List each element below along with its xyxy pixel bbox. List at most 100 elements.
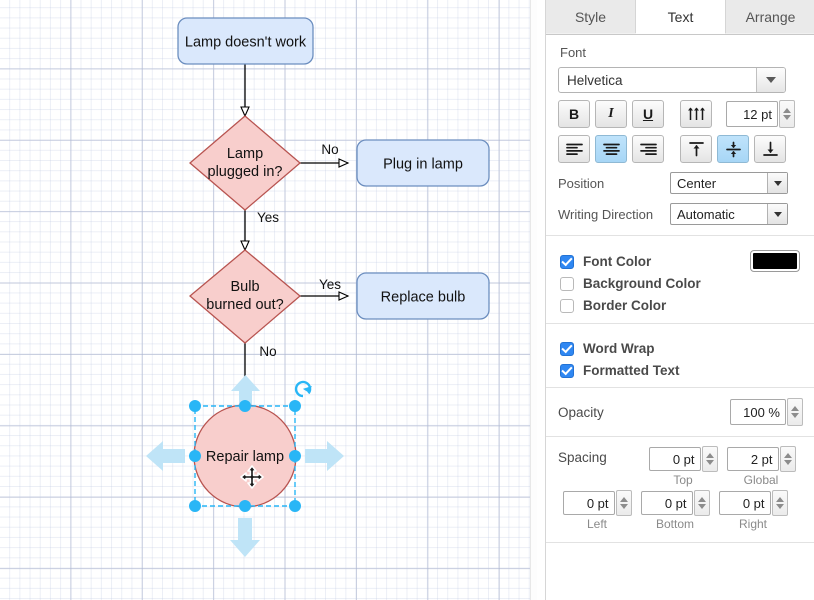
spacing-bottom-value: 0 pt xyxy=(664,495,687,511)
node-label-line1: Bulb xyxy=(230,279,259,295)
spacing-label: Spacing xyxy=(558,450,607,465)
font-section: Font Helvetica B I U xyxy=(546,35,814,236)
font-color-checkbox[interactable] xyxy=(560,254,574,269)
spacing-right-input[interactable]: 0 pt xyxy=(718,491,771,515)
spacing-top-cell: 0 pt Top xyxy=(644,446,722,487)
opacity-input[interactable]: 100 % xyxy=(730,399,786,425)
valign-middle-icon[interactable] xyxy=(717,135,749,163)
spacing-left-stepper[interactable] xyxy=(615,490,632,516)
spacing-left-input[interactable]: 0 pt xyxy=(562,491,615,515)
opacity-stepper[interactable] xyxy=(787,398,803,426)
direction-hint-right[interactable] xyxy=(305,441,344,471)
spacing-global-input[interactable]: 2 pt xyxy=(726,447,779,471)
spacing-left-caption: Left xyxy=(586,517,607,531)
spacing-top-stepper[interactable] xyxy=(701,446,718,472)
edge-label-yes-1: Yes xyxy=(257,210,279,225)
spacing-bottom-stepper[interactable] xyxy=(693,490,710,516)
spacing-right-cell: 0 pt Right xyxy=(714,490,792,531)
spacing-left-cell: 0 pt Left xyxy=(558,490,636,531)
font-color-label: Font Color xyxy=(583,254,652,269)
spacing-global-stepper[interactable] xyxy=(779,446,796,472)
word-wrap-row[interactable]: Word Wrap xyxy=(560,341,803,356)
handle-top-center[interactable] xyxy=(239,400,251,412)
tab-style[interactable]: Style xyxy=(546,0,636,33)
edge-label-yes-2: Yes xyxy=(319,277,341,292)
diagram-canvas[interactable]: Lamp doesn't work Lamp plugged in? Plug … xyxy=(0,0,537,600)
font-size-stepper[interactable] xyxy=(779,100,795,128)
handle-top-right[interactable] xyxy=(289,400,301,412)
direction-hint-up[interactable] xyxy=(231,375,260,416)
spacing-top-input[interactable]: 0 pt xyxy=(648,447,701,471)
valign-bottom-icon[interactable] xyxy=(754,135,786,163)
spacing-bottom-caption: Bottom xyxy=(655,517,694,531)
node-label: Repair lamp xyxy=(206,449,284,465)
background-color-label: Background Color xyxy=(583,276,701,291)
handle-middle-left[interactable] xyxy=(189,450,201,462)
canvas-scrollbar-track[interactable] xyxy=(530,0,537,600)
border-color-checkbox[interactable] xyxy=(560,298,574,313)
vertical-text-icon[interactable] xyxy=(680,100,712,128)
tab-text[interactable]: Text xyxy=(636,0,726,34)
bold-button[interactable]: B xyxy=(558,100,590,128)
edge-label-no-2: No xyxy=(259,344,276,359)
align-center-icon[interactable] xyxy=(595,135,627,163)
node-label: Plug in lamp xyxy=(383,157,463,173)
node-lamp-plugged-in[interactable]: Lamp plugged in? xyxy=(188,115,302,211)
handle-middle-right[interactable] xyxy=(289,450,301,462)
node-label-line1: Lamp xyxy=(227,146,263,162)
spacing-left-value: 0 pt xyxy=(586,495,609,511)
spacing-right-caption: Right xyxy=(738,517,767,531)
align-left-icon[interactable] xyxy=(558,135,590,163)
node-replace-bulb[interactable]: Replace bulb xyxy=(356,272,490,320)
format-panel: Style Text Arrange Font Helvetica B I U xyxy=(545,0,814,600)
spacing-bottom-input[interactable]: 0 pt xyxy=(640,491,693,515)
node-lamp-doesnt-work[interactable]: Lamp doesn't work xyxy=(177,17,314,65)
tab-arrange[interactable]: Arrange xyxy=(726,0,814,33)
font-color-swatch[interactable] xyxy=(751,251,799,271)
node-bulb-burned-out[interactable]: Bulb burned out? xyxy=(188,249,302,344)
valign-top-icon[interactable] xyxy=(680,135,712,163)
border-color-row[interactable]: Border Color xyxy=(560,298,803,313)
italic-button[interactable]: I xyxy=(595,100,627,128)
position-value: Center xyxy=(677,175,717,191)
node-label: Replace bulb xyxy=(381,290,466,306)
direction-hint-down[interactable] xyxy=(230,518,260,557)
underline-button[interactable]: U xyxy=(632,100,664,128)
font-family-value: Helvetica xyxy=(567,72,623,88)
word-wrap-checkbox[interactable] xyxy=(560,341,574,356)
writing-direction-select[interactable]: Automatic xyxy=(670,203,788,225)
chevron-down-icon[interactable] xyxy=(767,173,787,193)
node-repair-lamp[interactable]: Repair lamp xyxy=(193,404,297,508)
spacing-global-cell: 2 pt Global xyxy=(722,446,800,487)
handle-top-left[interactable] xyxy=(189,400,201,412)
opacity-section: Opacity 100 % xyxy=(546,388,814,437)
background-color-checkbox[interactable] xyxy=(560,276,574,291)
formatted-text-checkbox[interactable] xyxy=(560,363,574,378)
font-section-title: Font xyxy=(560,45,587,60)
node-plug-in-lamp[interactable]: Plug in lamp xyxy=(356,139,490,187)
direction-hint-left[interactable] xyxy=(146,441,185,471)
font-size-input[interactable]: 12 pt xyxy=(726,101,778,127)
handle-bottom-center[interactable] xyxy=(239,500,251,512)
position-select[interactable]: Center xyxy=(670,172,788,194)
background-color-row[interactable]: Background Color xyxy=(560,276,803,291)
spacing-right-stepper[interactable] xyxy=(771,490,788,516)
handle-bottom-right[interactable] xyxy=(289,500,301,512)
wrap-section: Word Wrap Formatted Text xyxy=(546,324,814,388)
align-right-icon[interactable] xyxy=(632,135,664,163)
font-color-row[interactable]: Font Color xyxy=(560,251,803,271)
chevron-down-icon[interactable] xyxy=(767,204,787,224)
word-wrap-label: Word Wrap xyxy=(583,341,655,356)
writing-direction-label: Writing Direction xyxy=(558,206,654,222)
chevron-down-icon[interactable] xyxy=(756,68,785,92)
opacity-row: Opacity 100 % xyxy=(558,398,803,426)
direction-hint-arrows[interactable] xyxy=(146,375,344,557)
edge-label-no-1: No xyxy=(321,142,338,157)
formatted-text-row[interactable]: Formatted Text xyxy=(560,363,803,378)
opacity-label: Opacity xyxy=(558,404,604,420)
position-label: Position xyxy=(558,175,605,191)
resize-handles[interactable] xyxy=(189,400,301,512)
handle-bottom-left[interactable] xyxy=(189,500,201,512)
font-family-select[interactable]: Helvetica xyxy=(558,67,786,93)
rotate-handle-icon[interactable] xyxy=(294,380,312,398)
